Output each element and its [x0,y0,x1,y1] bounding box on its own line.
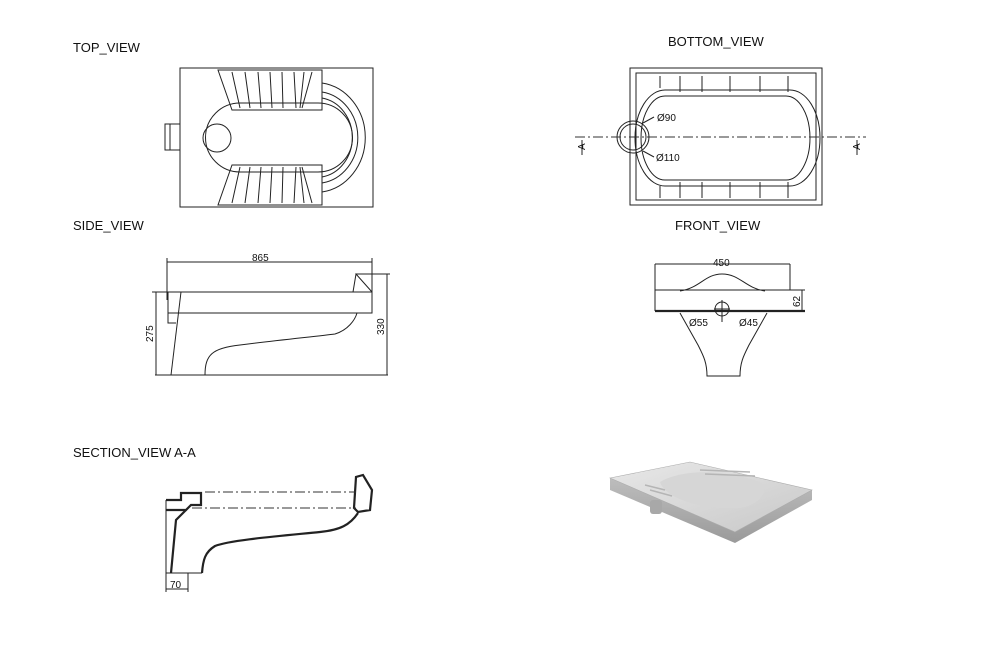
side-front-height-label: 275 [145,325,156,342]
side-view-title: SIDE_VIEW [73,218,145,233]
front-depth-label: 62 [792,295,803,307]
product-3d-render [608,461,813,543]
bottom-view-drawing [575,67,866,206]
front-view-drawing [654,263,805,377]
bottom-view-title: BOTTOM_VIEW [668,34,765,49]
front-width-label: 450 [713,258,730,269]
section-mark-right: A [852,143,863,150]
side-total-height-label: 330 [376,318,387,335]
section-view-drawing [165,473,374,592]
front-dia-right-label: Ø45 [739,318,758,329]
section-mark-left: A [577,143,588,150]
top-view-title: TOP_VIEW [73,40,141,55]
bottom-dia-inner-label: Ø90 [657,113,676,124]
bottom-dia-outer-label: Ø110 [656,153,680,164]
side-view-drawing [152,258,390,376]
top-view-drawing [164,67,374,208]
front-view-title: FRONT_VIEW [675,218,761,233]
section-wall-label: 70 [170,580,182,591]
section-view-title: SECTION_VIEW A-A [73,445,196,460]
front-dia-left-label: Ø55 [689,318,708,329]
side-length-label: 865 [252,253,269,264]
